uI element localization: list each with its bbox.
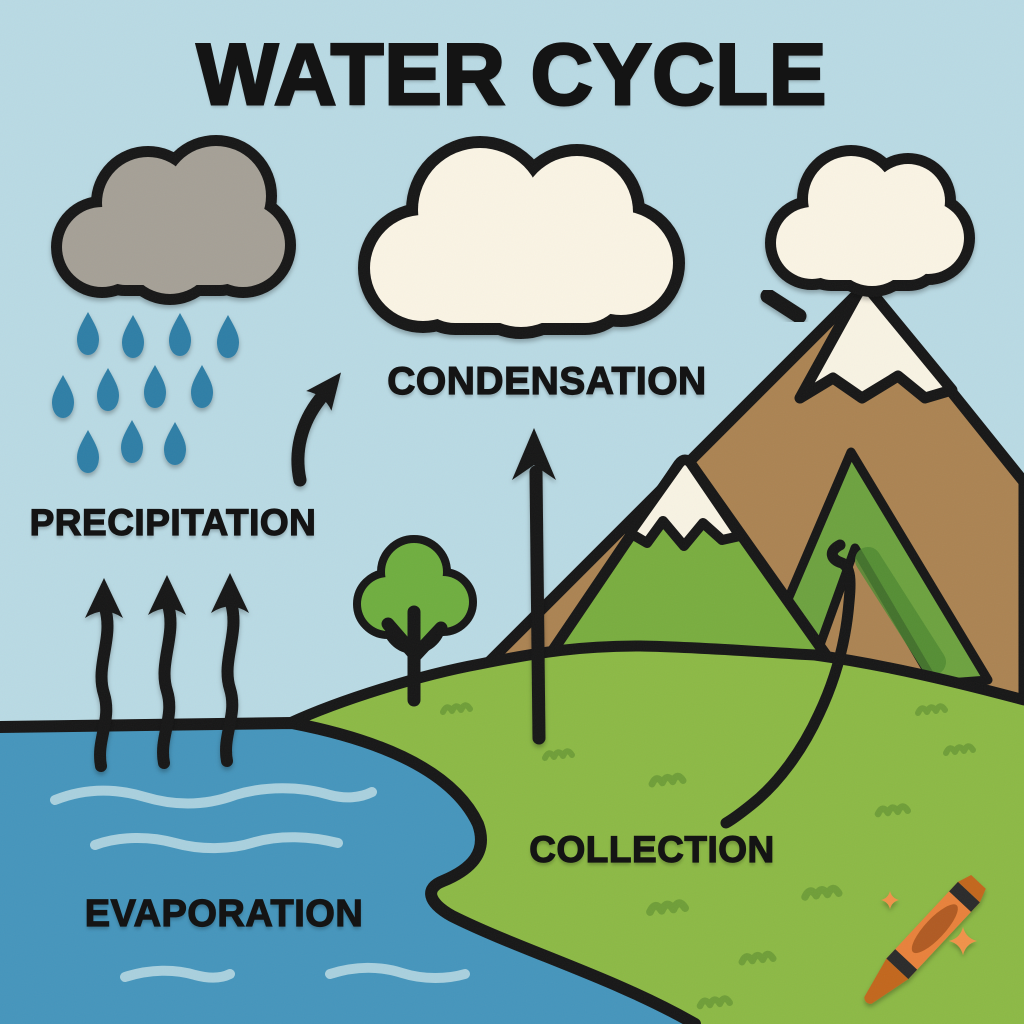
- label-precipitation: PRECIPITATION: [29, 501, 317, 543]
- page-title: WATER CYCLE: [195, 26, 828, 125]
- label-collection: COLLECTION: [529, 828, 775, 870]
- label-evaporation: EVAPORATION: [84, 892, 364, 935]
- label-condensation: CONDENSATION: [387, 359, 707, 403]
